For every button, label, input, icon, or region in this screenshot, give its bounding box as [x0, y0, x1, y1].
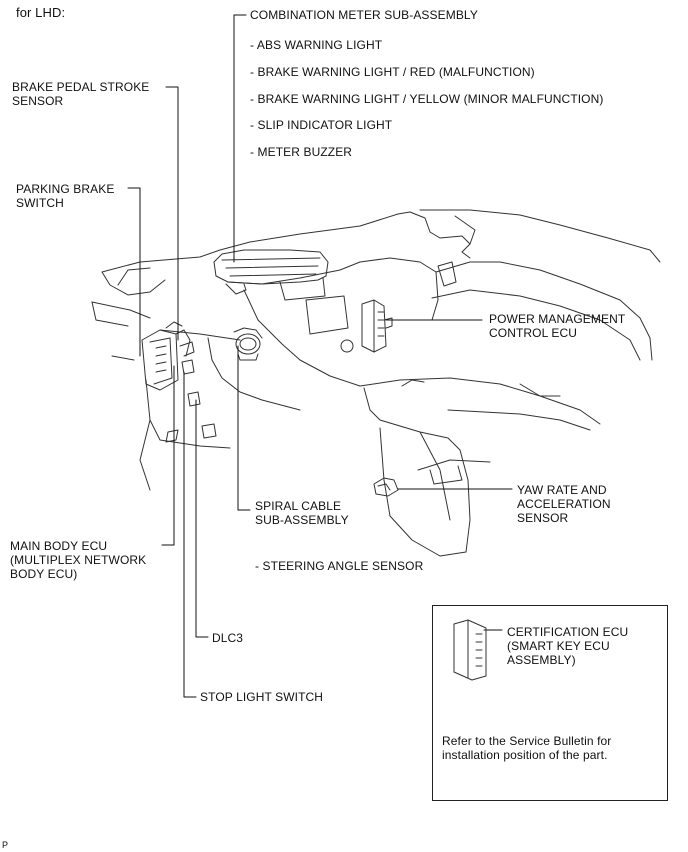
certification-ecu-box: [432, 605, 668, 801]
combination-meter-illustration: [213, 249, 329, 295]
meter-item-slip: - SLIP INDICATOR LIGHT: [250, 118, 393, 132]
certification-ecu-illustration: [453, 619, 487, 681]
spiral-cable-illustration: [233, 327, 263, 361]
label-main-body-ecu: MAIN BODY ECU (MULTIPLEX NETWORK BODY EC…: [10, 539, 147, 581]
certification-note: Refer to the Service Bulletin for instal…: [442, 734, 612, 762]
yaw-rate-sensor-illustration: [373, 477, 399, 497]
label-dlc3: DLC3: [212, 631, 244, 645]
label-brake-pedal-stroke-sensor: BRAKE PEDAL STROKE SENSOR: [12, 80, 150, 108]
dlc3-illustration: [187, 391, 201, 407]
meter-item-brake-yellow: - BRAKE WARNING LIGHT / YELLOW (MINOR MA…: [250, 92, 604, 106]
label-parking-brake-switch: PARKING BRAKE SWITCH: [16, 182, 115, 210]
label-stop-light-switch: STOP LIGHT SWITCH: [200, 690, 324, 704]
meter-item-abs: - ABS WARNING LIGHT: [250, 38, 383, 52]
footer-mark: P: [2, 840, 9, 850]
label-certification-ecu: CERTIFICATION ECU (SMART KEY ECU ASSEMBL…: [507, 625, 629, 667]
label-yaw-rate-sensor: YAW RATE AND ACCELERATION SENSOR: [517, 483, 611, 525]
meter-item-brake-red: - BRAKE WARNING LIGHT / RED (MALFUNCTION…: [250, 65, 535, 79]
label-power-management-ecu: POWER MANAGEMENT CONTROL ECU: [489, 312, 626, 340]
label-spiral-cable: SPIRAL CABLE SUB-ASSEMBLY: [255, 499, 349, 527]
power-management-ecu-illustration: [361, 299, 393, 353]
main-body-ecu-illustration: [141, 321, 195, 391]
leader-lines: [127, 14, 513, 698]
label-steering-angle-sensor: - STEERING ANGLE SENSOR: [255, 559, 424, 573]
dashboard-outline: [91, 209, 661, 557]
page-title: for LHD:: [16, 5, 66, 20]
meter-item-buzzer: - METER BUZZER: [250, 145, 353, 159]
label-combination-meter: COMBINATION METER SUB-ASSEMBLY: [250, 8, 478, 22]
